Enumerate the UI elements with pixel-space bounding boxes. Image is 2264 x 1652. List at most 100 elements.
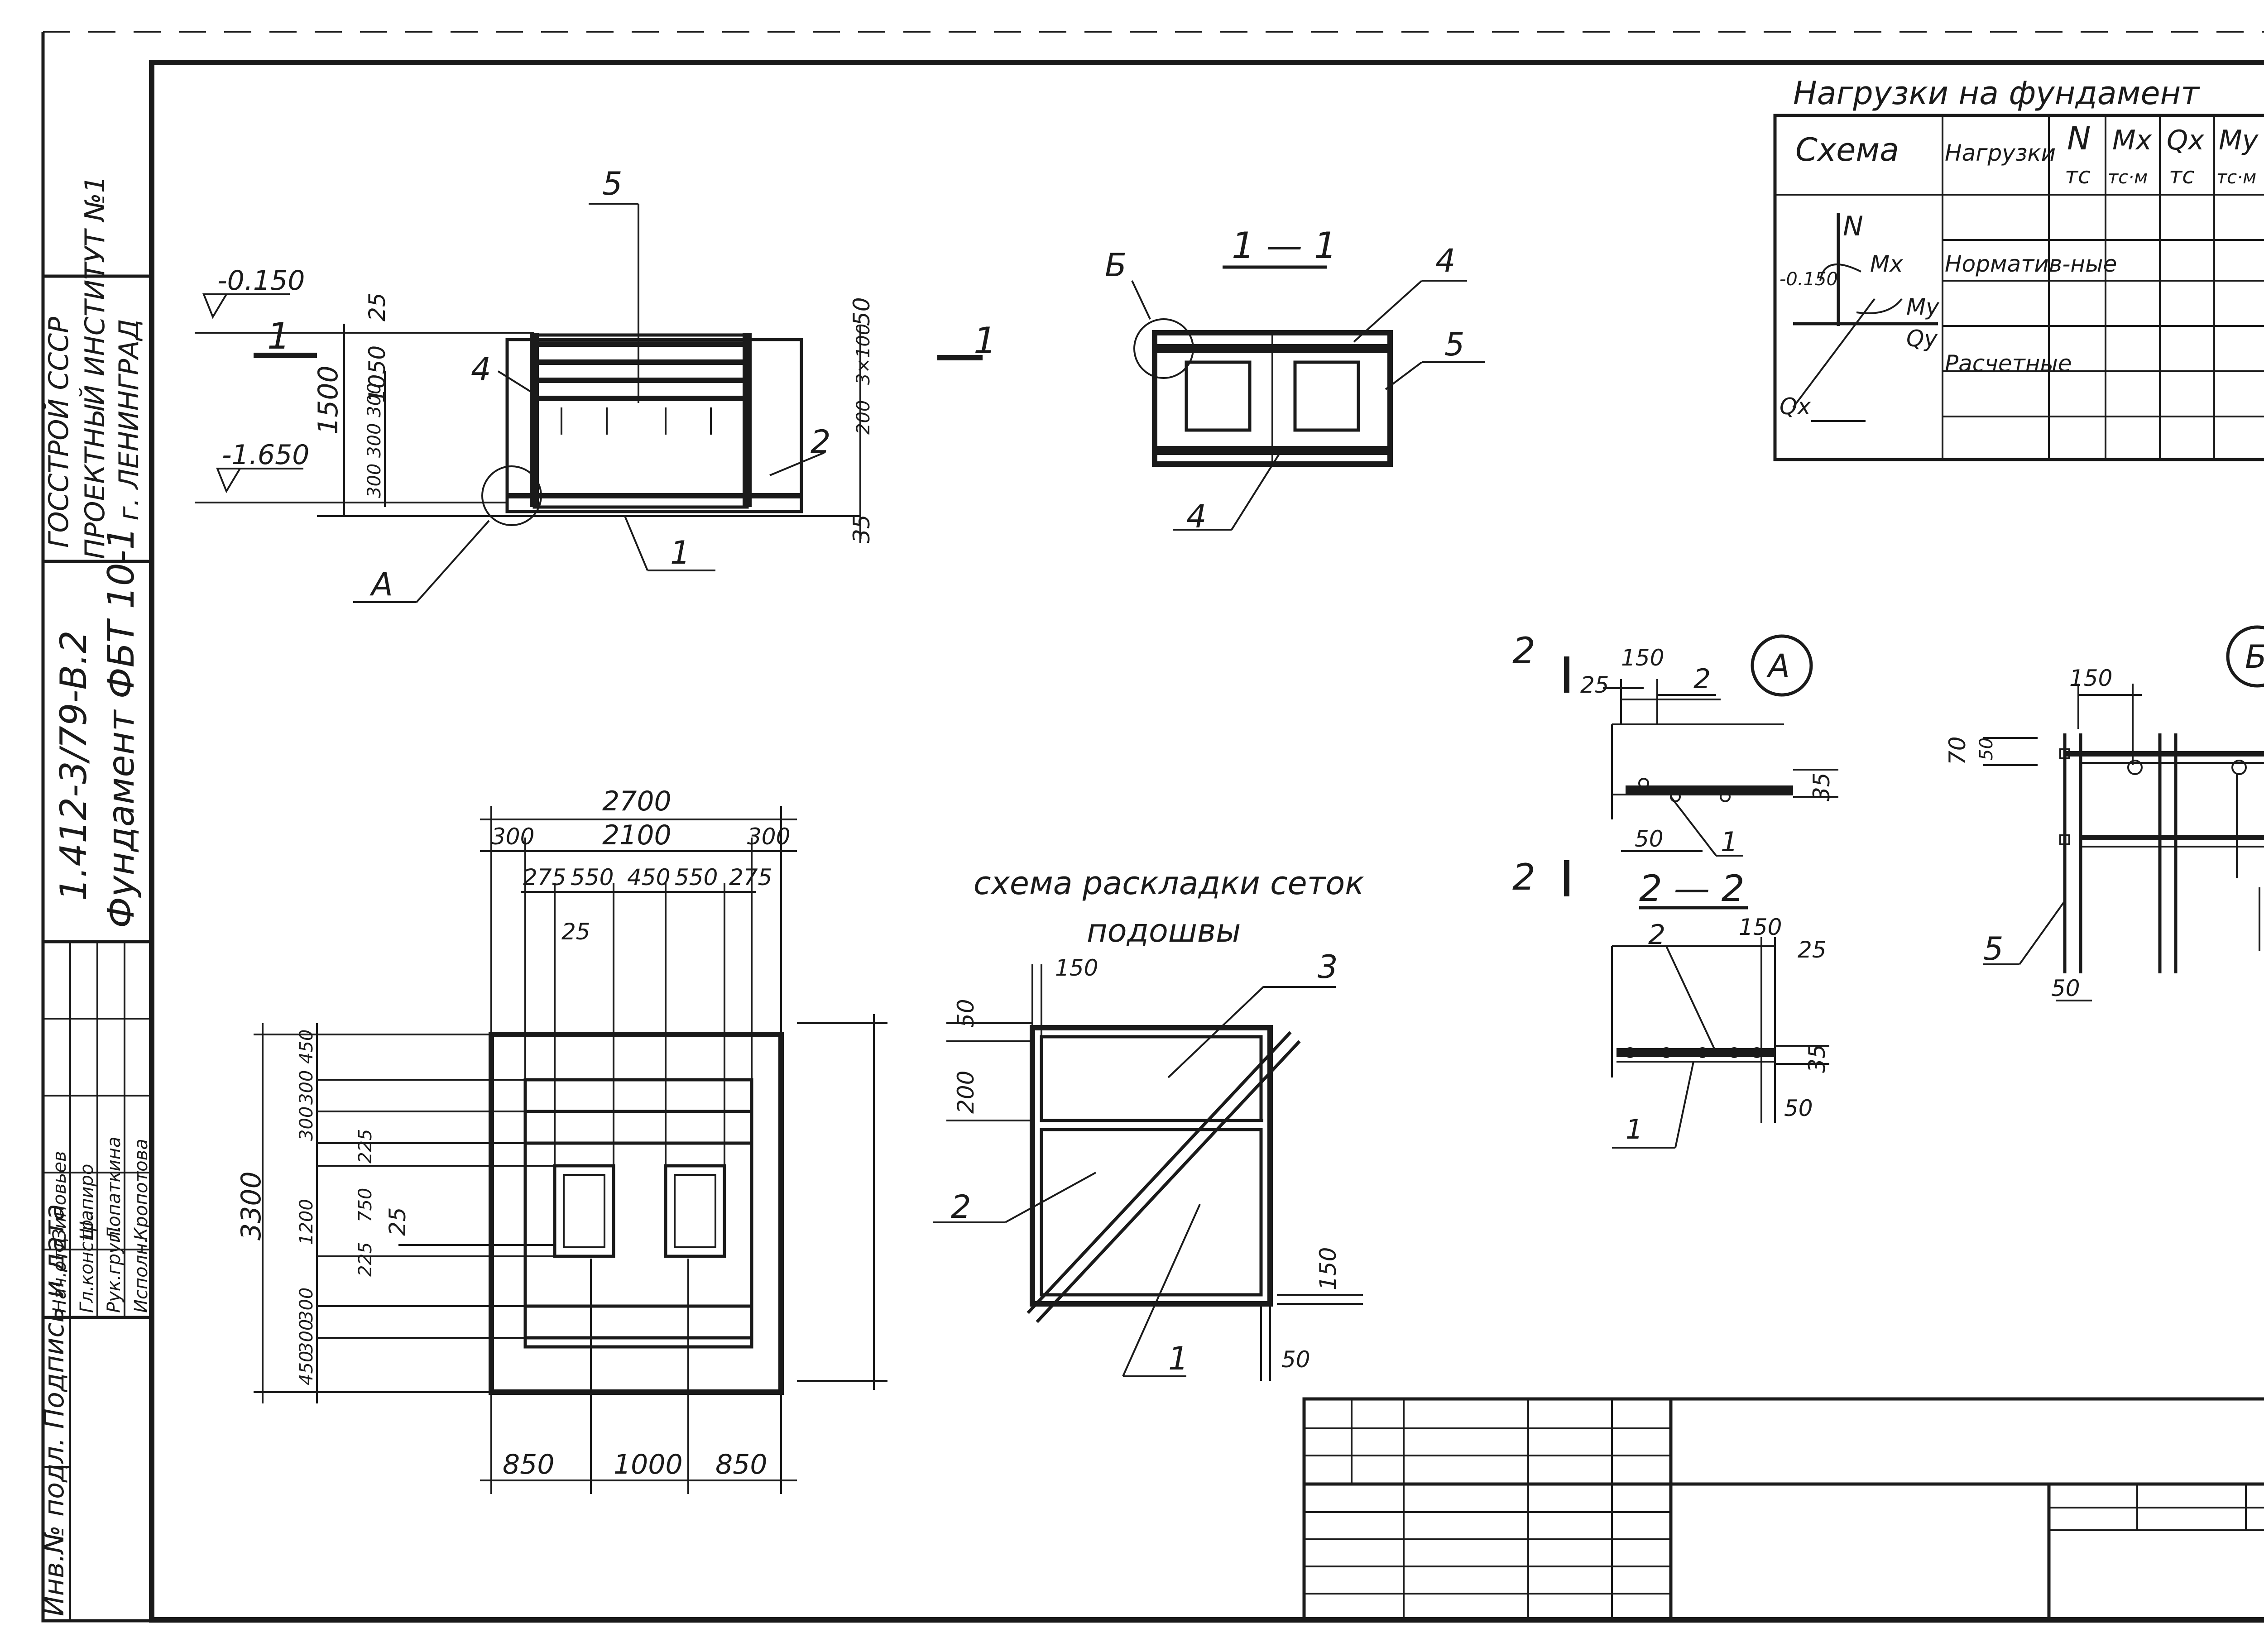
- elev-callout-4: 4: [471, 351, 491, 388]
- elev-height-dim: 1500: [312, 365, 344, 435]
- detail-a-section-top: 2: [1512, 630, 1535, 672]
- section-1-1-title: 1 — 1: [1232, 225, 1337, 267]
- plan-left-300-c: 300: [296, 1288, 317, 1322]
- elev-dim-25: 25: [364, 292, 390, 321]
- scheme-Qy: Qy: [1906, 326, 1938, 352]
- elev-dim-1050: 1050: [364, 345, 390, 403]
- plan-overall-height: 3300: [235, 1171, 267, 1240]
- plan-inner-275-left: 275: [523, 864, 566, 891]
- plan-left-300-a: 300: [296, 1070, 317, 1105]
- section-1-1-view: [1131, 265, 1485, 531]
- loads-unit-Mx: тс·м: [2108, 167, 2148, 188]
- scheme-level: -0.150: [1780, 269, 1838, 290]
- elev-section-mark-left: 1: [267, 315, 290, 357]
- section-2-2-dim-50: 50: [1784, 1095, 1813, 1121]
- elev-dim-300-300-300: 300 300 300: [364, 383, 385, 498]
- loads-table-title: Нагрузки на фундамент: [1793, 75, 2200, 112]
- section-1-1-callout-B: Б: [1105, 247, 1127, 284]
- detail-b-dim-150: 150: [2069, 665, 2112, 691]
- plan-left-1200: 1200: [296, 1199, 317, 1245]
- stamp-role-3: Рук.груп.: [104, 1225, 125, 1313]
- elev-dim-35: 35: [849, 514, 875, 543]
- plan-left-300-b: 300: [296, 1106, 317, 1141]
- sheet-frame: [41, 31, 2264, 1623]
- loads-row-design: Расчетные: [1945, 350, 2072, 377]
- section-1-1-callout-5: 5: [1444, 326, 1465, 363]
- loads-table: [1773, 114, 2264, 461]
- loads-header-Mx: Mx: [2112, 124, 2152, 156]
- detail-a-view: [1564, 634, 1838, 896]
- mesh-callout-3: 3: [1318, 948, 1338, 986]
- loads-header-N: N: [2067, 120, 2091, 157]
- mesh-dim-200: 200: [953, 1071, 979, 1114]
- stamp-role-1: Нач.отд: [49, 1238, 70, 1313]
- mesh-title-line1: схема раскладки сеток: [974, 865, 1364, 902]
- scheme-Mx: Mx: [1870, 251, 1903, 277]
- detail-b-dim-70: 70: [1944, 736, 1971, 765]
- elev-callout-A: А: [369, 566, 393, 603]
- stamp-name-3: Лопаткина: [104, 1137, 125, 1241]
- elev-level-bottom: -1.650: [222, 439, 309, 471]
- section-2-2-title: 2 — 2: [1639, 867, 1745, 910]
- section-1-1-callout-4-bottom: 4: [1186, 498, 1207, 535]
- section-1-1-callout-4-top: 4: [1435, 242, 1456, 279]
- plan-bottom-850-left: 850: [503, 1449, 555, 1480]
- detail-a-callout-1: 1: [1721, 826, 1738, 858]
- section-2-2-dim-35: 35: [1804, 1044, 1830, 1073]
- mesh-dim-150-right: 150: [1315, 1247, 1341, 1290]
- loads-row-normative: Норматив-ные: [1945, 251, 2117, 277]
- plan-left-750: 750: [355, 1188, 376, 1222]
- plan-bottom-1000: 1000: [614, 1449, 683, 1480]
- elev-level-top: -0.150: [217, 265, 305, 297]
- loads-unit-Qx: тс: [2169, 163, 2195, 189]
- stamp-title: Фундамент ФБТ 10-1: [100, 527, 142, 928]
- mesh-scheme-view: [933, 964, 1363, 1381]
- detail-b-view: [1983, 625, 2264, 1001]
- loads-header-My: My: [2219, 124, 2259, 156]
- mesh-dim-150-top: 150: [1055, 955, 1098, 981]
- side-stamp: [41, 274, 153, 1623]
- section-2-2-callout-2: 2: [1648, 919, 1665, 951]
- loads-header-loads: Нагрузки: [1945, 140, 2056, 166]
- section-2-2-view: [1611, 906, 1829, 1149]
- detail-a-dim-150: 150: [1621, 645, 1664, 671]
- title-block: [1302, 1397, 2264, 1622]
- stamp-series: 1.412-3/79-В.2: [53, 630, 95, 901]
- detail-b-dim-50-left: 50: [1976, 737, 1997, 761]
- elev-callout-1: 1: [670, 534, 691, 571]
- stamp-org-line2: ПРОЕКТНЫЙ ИНСТИТУТ №1: [79, 176, 111, 559]
- section-2-2-callout-1: 1: [1626, 1114, 1643, 1145]
- stamp-role-2: Гл.констр.: [77, 1214, 97, 1313]
- stamp-name-2: Шапиро: [77, 1164, 97, 1240]
- plan-left-300-d: 300: [296, 1319, 317, 1354]
- section-2-2-dim-150: 150: [1739, 914, 1782, 940]
- stamp-org-line1: ГОССТРОЙ СССР: [43, 316, 75, 548]
- stamp-name-1: Зиновьев: [49, 1151, 70, 1240]
- plan-left-225-a: 225: [355, 1129, 376, 1164]
- stamp-role-4: Исполн.: [131, 1237, 152, 1313]
- plan-left-450-top: 450: [296, 1030, 317, 1064]
- plan-bottom-850-right: 850: [715, 1449, 767, 1480]
- plan-left-small-25: 25: [384, 1207, 411, 1236]
- plan-inner-275-right: 275: [729, 864, 772, 891]
- detail-b-mark: Б: [2245, 638, 2264, 675]
- plan-left-450-bottom: 450: [296, 1351, 317, 1385]
- detail-b-dim-50-bottom: 50: [2051, 975, 2080, 1001]
- detail-a-mark: А: [1766, 647, 1790, 685]
- detail-a-section-bottom: 2: [1512, 856, 1535, 898]
- scheme-My: My: [1906, 294, 1940, 320]
- plan-inner-450: 450: [627, 864, 670, 891]
- mesh-callout-2: 2: [951, 1188, 971, 1226]
- mesh-dim-50: 50: [953, 999, 979, 1028]
- plan-inner-550-left: 550: [571, 864, 614, 891]
- scheme-Qx: Qx: [1780, 393, 1811, 420]
- elev-dim-200: 200: [853, 400, 874, 435]
- stamp-name-4: Кропотова: [131, 1139, 152, 1240]
- detail-a-dim-25: 25: [1580, 672, 1609, 698]
- loads-header-Qx: Qx: [2167, 124, 2204, 156]
- detail-a-dim-50: 50: [1635, 826, 1664, 852]
- detail-a-callout-2: 2: [1693, 663, 1711, 695]
- plan-width-300-right: 300: [747, 824, 790, 850]
- plan-overall-width: 2700: [602, 785, 672, 817]
